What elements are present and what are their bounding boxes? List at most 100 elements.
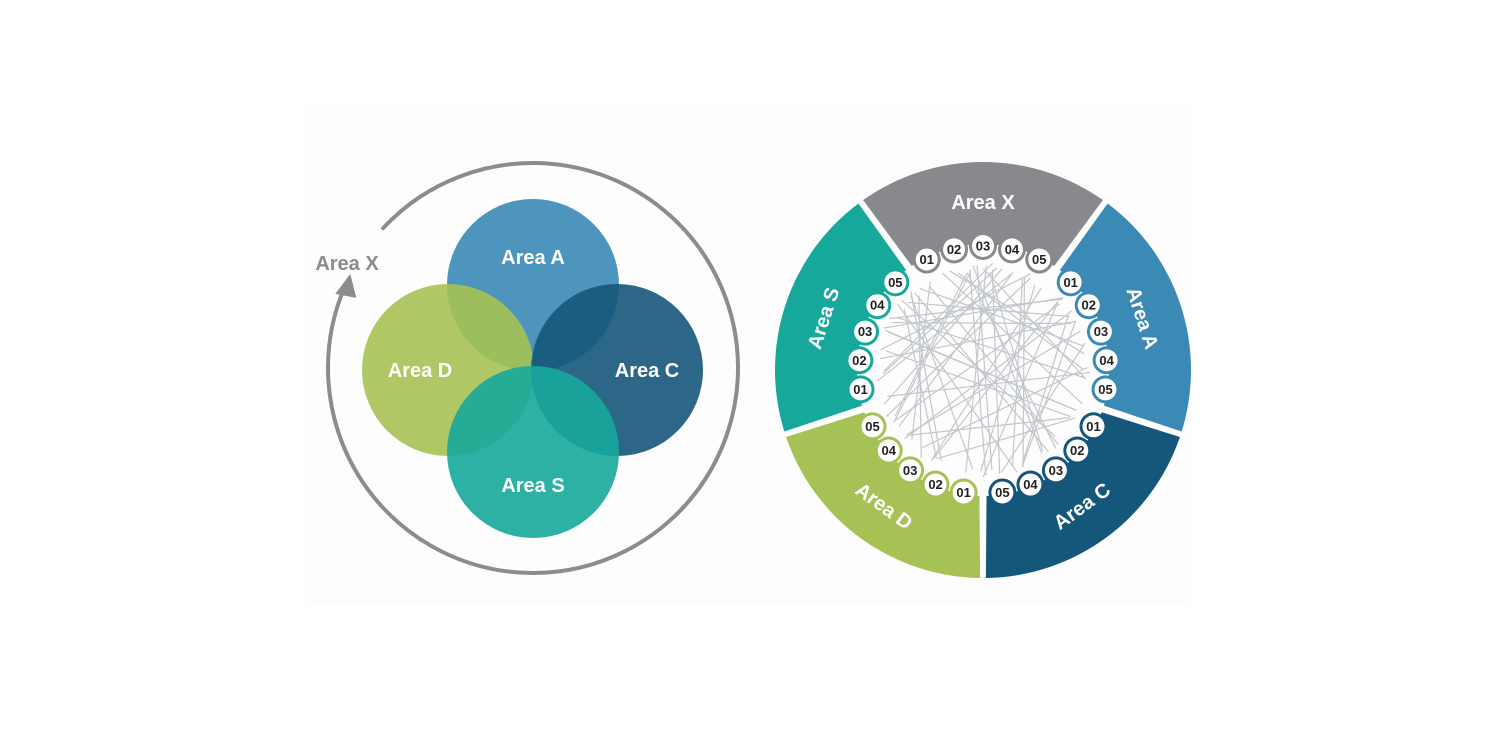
web-line [909, 417, 1070, 436]
badge-area-a-01 [1059, 271, 1082, 294]
badge-area-x-03 [972, 235, 994, 257]
badge-area-c-01 [1082, 415, 1105, 438]
badge-area-c-02 [1066, 439, 1089, 462]
badge-number: 03 [858, 324, 872, 339]
venn-label-s: Area S [501, 475, 564, 497]
badge-area-s-04 [866, 294, 889, 317]
web-line [901, 299, 1056, 437]
badge-number: 01 [919, 252, 933, 267]
cycle-arrow-ring [326, 161, 740, 575]
web-line [887, 371, 1091, 398]
web-line [1021, 320, 1077, 467]
badge-area-s-02 [848, 349, 871, 372]
badge-area-s-05 [884, 271, 907, 294]
badge-area-a-04 [1095, 349, 1118, 372]
badge-area-c-05 [991, 481, 1014, 504]
badge-number: 05 [995, 485, 1009, 500]
venn-label-c: Area C [615, 360, 679, 382]
web-line [921, 366, 1088, 449]
venn-circle-s [447, 366, 619, 538]
web-line [883, 297, 1064, 329]
badge-area-s-01 [849, 378, 872, 401]
web-line [892, 303, 1061, 423]
web-line [982, 301, 1059, 478]
badge-area-a-05 [1094, 378, 1117, 401]
connection-web [877, 262, 1091, 478]
arrow-head-icon [335, 273, 357, 298]
web-line [1011, 277, 1024, 467]
badge-area-d-03 [899, 459, 922, 482]
badge-area-d-04 [877, 439, 900, 462]
badge-number: 02 [928, 477, 942, 492]
venn-label-a: Area A [501, 247, 565, 269]
web-line [894, 271, 971, 420]
venn-outer-label: Area X [315, 253, 379, 275]
badge-number: 05 [1032, 252, 1046, 267]
badge-number: 02 [852, 353, 866, 368]
web-line [1001, 342, 1086, 473]
web-line [877, 274, 1011, 382]
badge-area-c-04 [1019, 473, 1042, 496]
wheel-segment-area-a [1059, 203, 1191, 432]
web-line [1022, 277, 1026, 468]
badge-number: 05 [1098, 382, 1112, 397]
web-line [885, 350, 1072, 418]
badge-area-s-03 [854, 320, 877, 343]
web-line [969, 269, 987, 476]
web-line [983, 268, 1087, 380]
badge-number: 04 [1005, 242, 1020, 257]
wheel-segment-area-s [775, 203, 907, 432]
badge-area-x-04 [1000, 238, 1023, 261]
wheel-segment-area-d [786, 412, 981, 578]
web-line [910, 295, 974, 470]
web-line [903, 308, 937, 458]
badge-number: 04 [1099, 353, 1114, 368]
web-line [884, 329, 1077, 411]
badge-area-a-03 [1089, 320, 1112, 343]
web-line [1021, 314, 1070, 464]
web-line [942, 272, 1083, 405]
badge-number: 04 [1023, 477, 1038, 492]
badge-area-x-05 [1028, 248, 1051, 271]
badge-area-a-02 [1077, 294, 1100, 317]
venn-label-d: Area D [388, 360, 452, 382]
wheel-segment-area-x [863, 161, 1103, 267]
wheel-label-area-x: Area X [951, 192, 1015, 214]
badge-number: 03 [1094, 324, 1108, 339]
badge-area-d-01 [952, 481, 975, 504]
badge-number: 03 [903, 463, 917, 478]
web-line [930, 287, 1042, 461]
badge-area-c-03 [1044, 459, 1067, 482]
web-line [932, 301, 1058, 460]
badge-number: 01 [1063, 275, 1077, 290]
web-line [882, 267, 998, 375]
badge-number: 01 [853, 382, 867, 397]
web-line [883, 268, 1003, 405]
badge-number: 01 [956, 485, 970, 500]
badge-area-d-02 [924, 473, 947, 496]
badge-area-x-01 [915, 248, 938, 271]
badge-number: 03 [1049, 463, 1063, 478]
web-line [879, 273, 1031, 351]
web-line [919, 287, 1084, 347]
venn-diagram: Area X Area A Area D Area C Area S [315, 161, 740, 575]
wheel-segment-area-c [985, 412, 1180, 578]
badge-area-d-05 [861, 415, 884, 438]
badge-number: 04 [881, 443, 896, 458]
badge-number: 04 [870, 298, 885, 313]
badge-number: 02 [1070, 443, 1084, 458]
web-line [897, 303, 1018, 473]
web-line [894, 272, 968, 417]
badge-number: 02 [1081, 298, 1095, 313]
web-line [936, 417, 1076, 460]
badge-number: 01 [1086, 419, 1100, 434]
badge-number: 03 [976, 239, 990, 254]
badge-number: 05 [888, 275, 902, 290]
badge-area-x-02 [943, 238, 966, 261]
web-line [991, 269, 1001, 474]
web-line [907, 301, 1070, 318]
web-line [883, 262, 994, 372]
badge-number: 02 [947, 242, 961, 257]
